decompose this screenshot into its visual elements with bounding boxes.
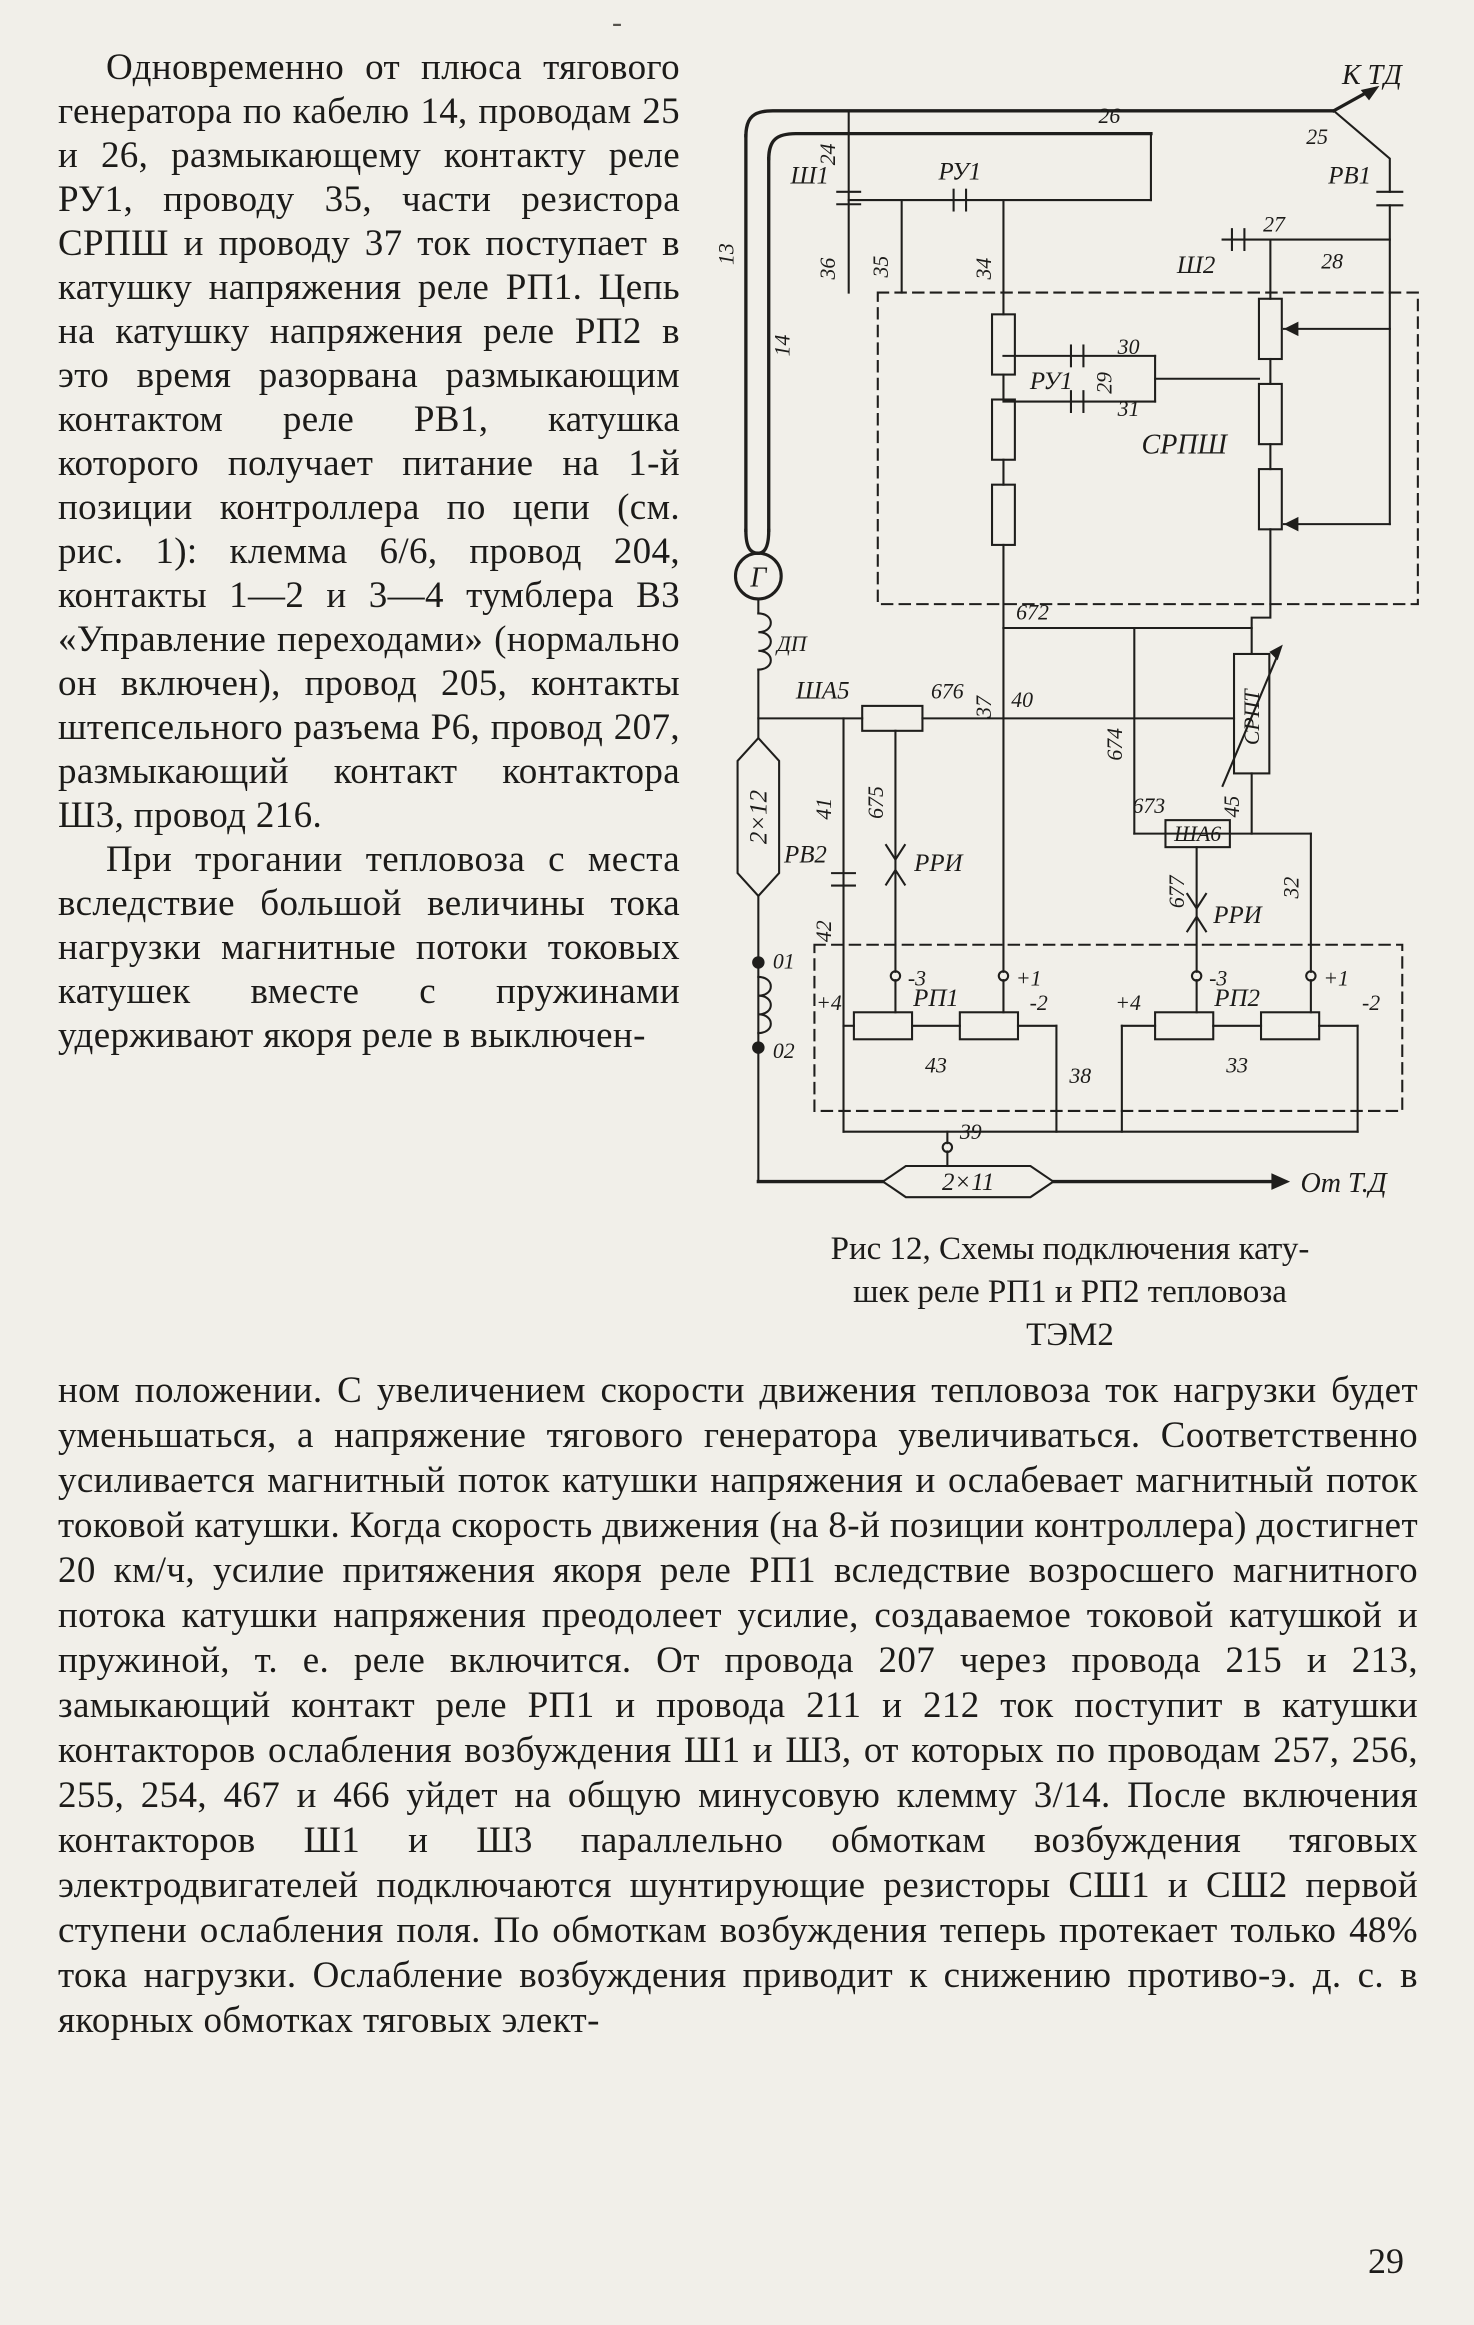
circuit-diagram: К ТД 25 26 РУ1 РВ1 Ш1 Ш2 27 28 24 36 35 …	[714, 60, 1419, 1199]
sha5-shunt	[757, 704, 1236, 973]
label-rv1: РВ1	[1327, 162, 1371, 189]
label-plus4-rp2: +4	[1115, 991, 1141, 1015]
label-srpsh: СРПШ	[1142, 430, 1229, 461]
paragraph-2-wide: ном положении. С увеличением скорости дв…	[58, 1370, 1418, 2041]
srpt-resistor	[1221, 644, 1283, 835]
sh2-contact	[1221, 228, 1391, 300]
sh1-contact	[836, 109, 862, 294]
diagram-labels: К ТД 25 26 РУ1 РВ1 Ш1 Ш2 27 28 24 36 35 …	[714, 60, 1404, 1199]
label-minus3-rp2: -3	[1209, 966, 1227, 990]
label-wire-677: 677	[1165, 874, 1189, 908]
label-dp: ДП	[775, 632, 808, 656]
label-ktd: К ТД	[1341, 60, 1404, 91]
label-generator: Г	[749, 562, 767, 593]
resistor-chain-right	[1250, 297, 1283, 656]
label-rri-right: РРИ	[1212, 902, 1263, 929]
ru1-top-contact	[847, 132, 1152, 294]
label-minus2-rp1: -2	[1030, 991, 1048, 1015]
label-wire-24: 24	[816, 143, 840, 165]
label-ru1-mid: РУ1	[1029, 368, 1073, 395]
page-number: 29	[1368, 2241, 1404, 2281]
dp-winding	[757, 597, 772, 740]
label-plus1-rp1: +1	[1016, 966, 1042, 990]
label-wire-14: 14	[771, 335, 795, 357]
label-wire-34: 34	[972, 258, 996, 281]
label-wire-45: 45	[1220, 796, 1244, 818]
label-wire-35: 35	[869, 256, 893, 279]
label-wire-42: 42	[812, 920, 836, 942]
label-wire-675: 675	[864, 786, 888, 819]
label-sh2: Ш2	[1176, 252, 1215, 279]
paragraph-1: Одновременно от плюса тягового генератор…	[58, 47, 680, 836]
rri-left-contact	[884, 843, 907, 886]
label-wire-37: 37	[972, 695, 996, 719]
label-cable-2x11: 2×11	[942, 1169, 994, 1196]
label-plus4-rp1: +4	[816, 991, 842, 1015]
label-rp1: РП1	[912, 985, 959, 1012]
resistor-chain-left	[990, 199, 1016, 630]
label-rp2: РП2	[1213, 985, 1260, 1012]
label-plus1-rp2: +1	[1323, 966, 1349, 990]
figure-12: К ТД 25 26 РУ1 РВ1 Ш1 Ш2 27 28 24 36 35 …	[698, 36, 1446, 1220]
figure-caption: Рис 12, Схемы подключения кату- шек реле…	[732, 1228, 1408, 1357]
generator-cable	[744, 85, 1380, 555]
rri-right-contact	[1185, 892, 1208, 933]
sha6-shunt	[1133, 819, 1312, 973]
label-minus3-rp1: -3	[908, 966, 926, 990]
figure-caption-line-2: шек реле РП1 и РП2 тепловоза	[853, 1274, 1287, 1310]
label-sha6: ША6	[1173, 822, 1221, 846]
paragraph-2-narrow: При трогании тепловоза с места вследстви…	[58, 839, 680, 1056]
label-wire-27: 27	[1263, 212, 1286, 236]
label-wire-43: 43	[925, 1054, 947, 1078]
left-text-column: Одновременно от плюса тягового генератор…	[58, 46, 680, 1058]
label-wire-29: 29	[1092, 372, 1116, 394]
figure-caption-line-1: Рис 12, Схемы подключения кату-	[830, 1231, 1310, 1267]
label-rv2: РВ2	[783, 842, 827, 869]
label-ot-td: От Т.Д	[1300, 1168, 1388, 1199]
srpsh-resistor-block	[876, 199, 1419, 656]
label-wire-674: 674	[1103, 728, 1127, 761]
scan-artifact-dash: -	[612, 6, 622, 39]
rp2-coil	[1120, 1011, 1359, 1133]
label-wire-25: 25	[1306, 125, 1328, 149]
wire-672-row	[1002, 626, 1253, 835]
label-wire-36: 36	[816, 258, 840, 281]
label-wire-673: 673	[1133, 794, 1166, 818]
label-wire-13: 13	[714, 243, 738, 265]
label-terminal-01: 01	[773, 950, 795, 974]
label-wire-676: 676	[931, 680, 964, 704]
rv1-contact	[1282, 109, 1404, 532]
rp1-coil	[842, 1011, 1058, 1133]
label-wire-38: 38	[1068, 1064, 1091, 1088]
label-rri-left: РРИ	[913, 850, 964, 877]
label-wire-40: 40	[1011, 688, 1033, 712]
label-wire-41: 41	[812, 798, 836, 820]
arrow-to-ktd	[1360, 85, 1380, 101]
label-terminal-02: 02	[773, 1039, 795, 1063]
bottom-text-block: ном положении. С увеличением скорости дв…	[58, 1368, 1418, 2043]
label-wire-28: 28	[1321, 250, 1343, 274]
label-srpt: СРПТ	[1240, 688, 1264, 746]
label-wire-672: 672	[1016, 601, 1049, 625]
ru1-mid-contacts	[1002, 344, 1260, 414]
label-minus2-rp2: -2	[1362, 991, 1380, 1015]
label-wire-30: 30	[1117, 335, 1140, 359]
label-wire-39: 39	[959, 1120, 982, 1144]
relay-panel	[813, 626, 1404, 1133]
label-sh1: Ш1	[790, 162, 829, 189]
label-ru1-top: РУ1	[937, 158, 981, 185]
label-sha5: ША5	[795, 678, 850, 705]
rv2-contact	[831, 717, 856, 1027]
bottom-return-wires	[756, 1130, 1359, 1199]
label-cable-2x12: 2×12	[746, 790, 773, 844]
figure-caption-line-3: ТЭМ2	[1026, 1317, 1114, 1353]
label-wire-26: 26	[1098, 104, 1120, 128]
label-wire-33: 33	[1225, 1054, 1248, 1078]
label-wire-32: 32	[1279, 877, 1303, 900]
armature-terminals	[752, 894, 772, 1183]
label-wire-31: 31	[1117, 397, 1140, 421]
